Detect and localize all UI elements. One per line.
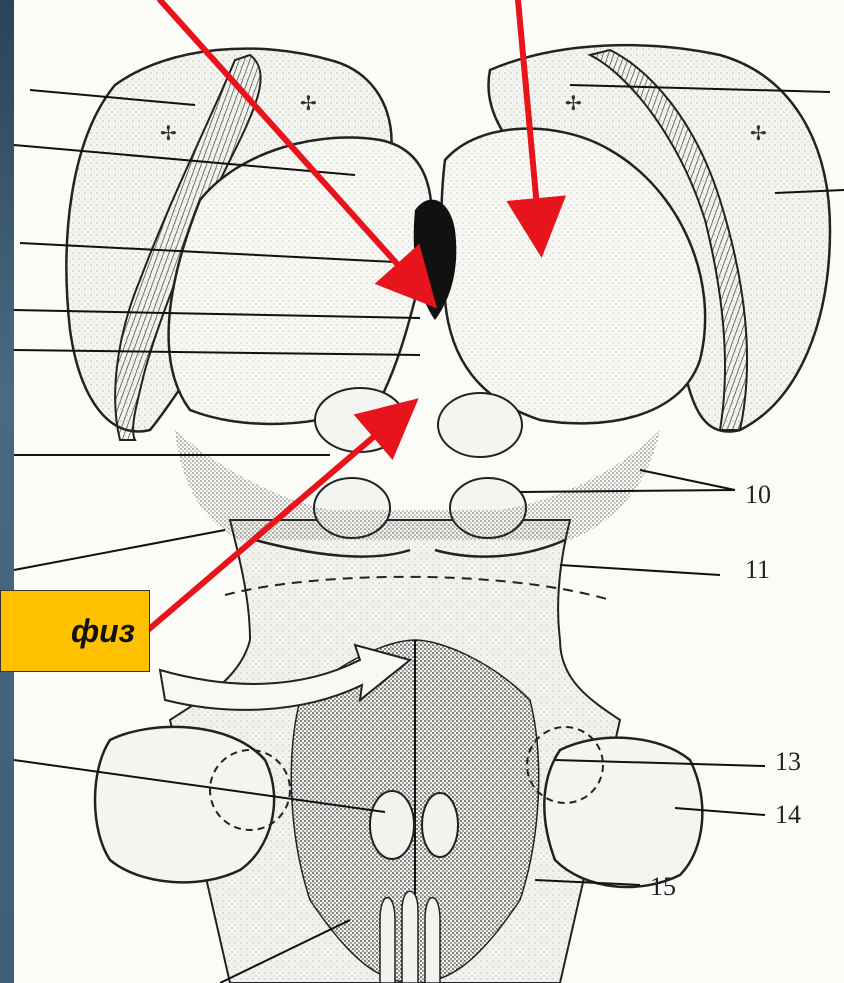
label-14: 14 bbox=[775, 800, 801, 829]
label-15: 15 bbox=[650, 872, 676, 901]
label-10: 10 bbox=[745, 480, 771, 509]
svg-text:✢: ✢ bbox=[565, 93, 582, 115]
svg-text:✢: ✢ bbox=[160, 123, 177, 145]
svg-text:✢: ✢ bbox=[750, 123, 767, 145]
svg-text:✢: ✢ bbox=[300, 93, 317, 115]
label-11: 11 bbox=[745, 555, 770, 584]
callout-text: физ bbox=[71, 613, 135, 650]
callout-box: физ bbox=[0, 590, 150, 672]
label-13: 13 bbox=[775, 747, 801, 776]
optic-lobes bbox=[169, 129, 706, 424]
